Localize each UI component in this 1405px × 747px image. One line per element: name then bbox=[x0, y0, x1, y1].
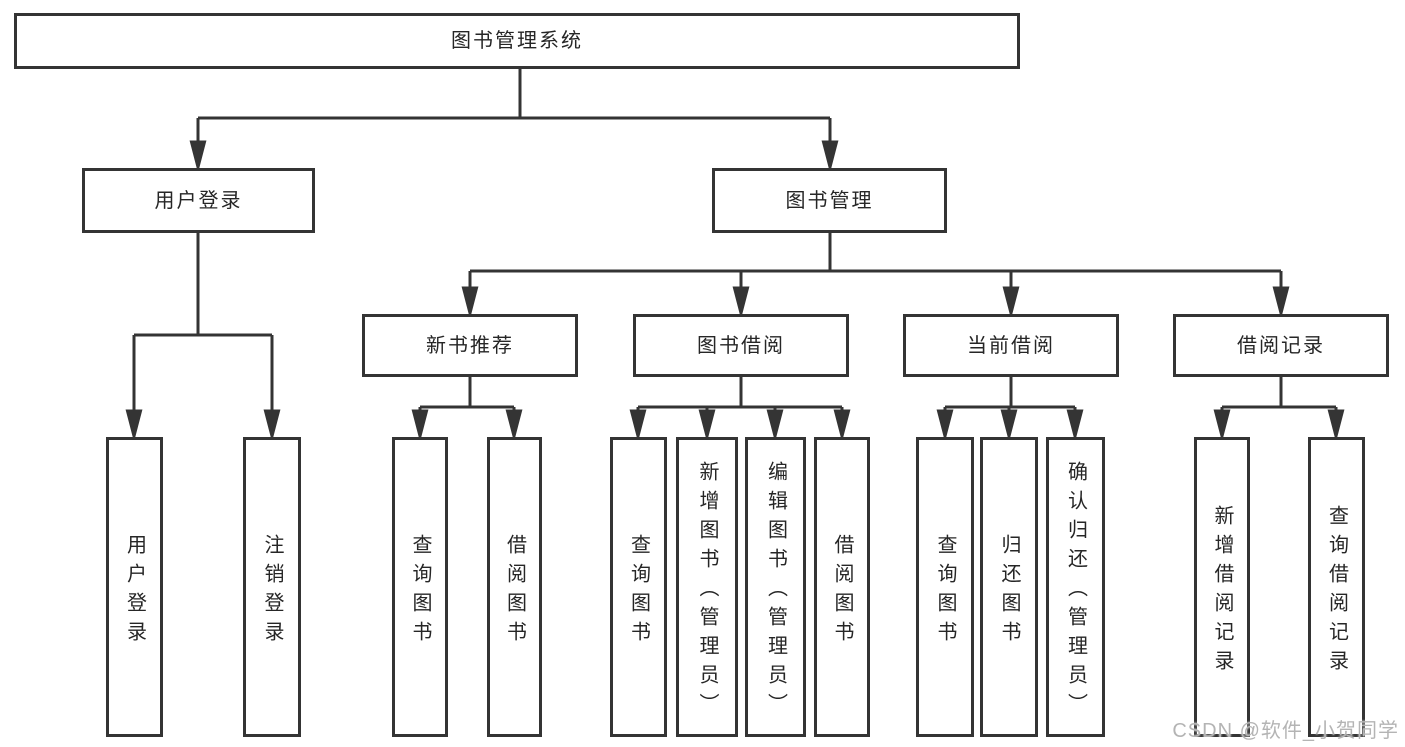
leaf-borrow-add-books-admin: 新增图书（管理员） bbox=[676, 437, 738, 737]
node-user-login: 用户登录 bbox=[82, 168, 315, 233]
watermark: CSDN @软件_小贺同学 bbox=[1172, 720, 1399, 742]
connector-root-to-level2 bbox=[189, 69, 839, 173]
leaf-logout: 注销登录 bbox=[243, 437, 301, 737]
connector-book-management-to-level3 bbox=[461, 233, 1290, 319]
leaf-borrow-edit-books-admin: 编辑图书（管理员） bbox=[745, 437, 806, 737]
leaf-current-confirm-return-admin: 确认归还（管理员） bbox=[1046, 437, 1105, 737]
node-book-borrow: 图书借阅 bbox=[633, 314, 849, 377]
leaf-recommend-borrow-books: 借阅图书 bbox=[487, 437, 542, 737]
node-new-book-recommend: 新书推荐 bbox=[362, 314, 578, 377]
connector-current-borrow-to-leaves bbox=[936, 377, 1084, 442]
leaf-borrow-query-books: 查询图书 bbox=[610, 437, 667, 737]
leaf-recommend-query-books: 查询图书 bbox=[392, 437, 448, 737]
leaf-records-add-record: 新增借阅记录 bbox=[1194, 437, 1250, 737]
leaf-current-return-books: 归还图书 bbox=[980, 437, 1038, 737]
connector-borrow-records-to-leaves bbox=[1213, 377, 1345, 442]
node-borrow-records: 借阅记录 bbox=[1173, 314, 1389, 377]
leaf-borrow-borrow-books: 借阅图书 bbox=[814, 437, 870, 737]
node-book-management: 图书管理 bbox=[712, 168, 947, 233]
connector-book-borrow-to-leaves bbox=[629, 377, 851, 442]
leaf-records-query-record: 查询借阅记录 bbox=[1308, 437, 1365, 737]
node-current-borrow: 当前借阅 bbox=[903, 314, 1119, 377]
leaf-current-query-books: 查询图书 bbox=[916, 437, 974, 737]
connector-new-book-recommend-to-leaves bbox=[411, 377, 523, 442]
connector-user-login-to-leaves bbox=[125, 233, 281, 442]
node-root-system: 图书管理系统 bbox=[14, 13, 1020, 69]
leaf-user-login: 用户登录 bbox=[106, 437, 163, 737]
